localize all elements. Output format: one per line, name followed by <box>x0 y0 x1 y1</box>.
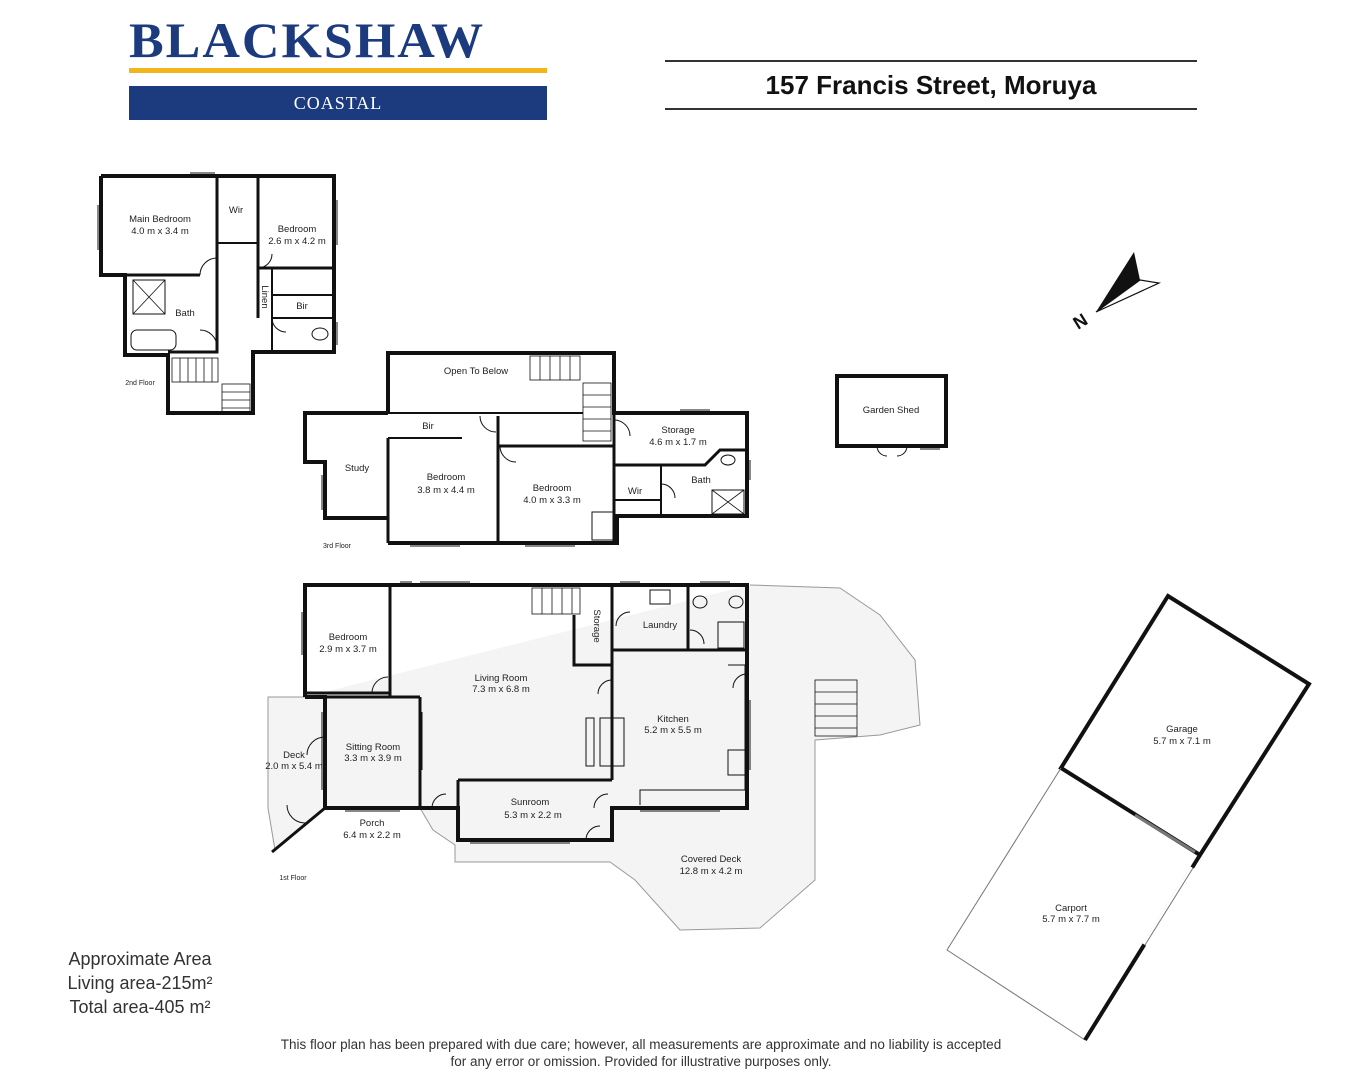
room-label: Linen <box>259 285 270 308</box>
brand-logo: BLACKSHAW COASTAL <box>129 14 549 120</box>
room-size: 7.3 m x 6.8 m <box>472 684 530 695</box>
room-label: Carport <box>1055 903 1087 914</box>
brand-subtitle: COASTAL <box>129 86 547 120</box>
room-label: Laundry <box>643 620 678 631</box>
room-size: 5.2 m x 5.5 m <box>644 725 702 736</box>
brand-accent-bar <box>129 68 547 73</box>
address-block: 157 Francis Street, Moruya <box>665 60 1197 112</box>
north-arrow-icon: N <box>1070 252 1162 334</box>
floor-label: 1st Floor <box>279 875 307 882</box>
room-size: 2.0 m x 5.4 m <box>265 761 323 772</box>
room-size: 4.0 m x 3.4 m <box>131 226 189 237</box>
north-label: N <box>1070 310 1092 334</box>
room-label: Bedroom <box>533 483 572 494</box>
room-size: 4.6 m x 1.7 m <box>649 437 707 448</box>
garden-shed-outline <box>835 374 948 457</box>
second-floor-plan <box>97 172 338 415</box>
room-label: Sunroom <box>511 797 550 808</box>
room-size: 3.3 m x 3.9 m <box>344 753 402 764</box>
room-label: Study <box>345 463 370 474</box>
floor-label: 3rd Floor <box>323 543 352 550</box>
area-title: Approximate Area <box>68 949 212 969</box>
living-area: Living area-215m² <box>67 973 213 993</box>
room-size: 5.3 m x 2.2 m <box>504 810 562 821</box>
disclaimer: This floor plan has been prepared with d… <box>260 1036 1022 1070</box>
room-label: Bir <box>422 421 434 432</box>
room-label: Kitchen <box>657 714 689 725</box>
room-size: 6.4 m x 2.2 m <box>343 830 401 841</box>
total-area: Total area-405 m² <box>69 997 211 1017</box>
floor-label: 2nd Floor <box>125 380 155 387</box>
room-label: Wir <box>628 486 642 497</box>
room-label: Bedroom <box>278 224 317 235</box>
room-label: Garden Shed <box>863 405 920 416</box>
address-rule-top <box>665 60 1197 62</box>
first-floor-plan <box>267 581 921 931</box>
room-size: 4.0 m x 3.3 m <box>523 495 581 506</box>
room-label: Storage <box>661 425 694 436</box>
room-label: Porch <box>360 818 385 829</box>
room-label: Garage <box>1166 724 1198 735</box>
room-label: Open To Below <box>444 366 508 377</box>
third-floor-plan <box>303 351 751 547</box>
disclaimer-line-1: This floor plan has been prepared with d… <box>280 1037 1002 1052</box>
disclaimer-line-2: for any error or omission. Provided for … <box>450 1054 832 1069</box>
room-size: 2.9 m x 3.7 m <box>319 644 377 655</box>
room-label: Covered Deck <box>681 854 741 865</box>
room-label: Living Room <box>475 673 528 684</box>
room-size: 5.7 m x 7.7 m <box>1042 914 1100 925</box>
room-label: Main Bedroom <box>129 214 191 225</box>
brand-name: BLACKSHAW <box>129 14 486 69</box>
room-size: 5.7 m x 7.1 m <box>1153 736 1211 747</box>
room-label: Bedroom <box>427 472 466 483</box>
property-address: 157 Francis Street, Moruya <box>765 70 1097 100</box>
room-label: Storage <box>591 609 602 642</box>
area-summary: Approximate Area Living area-215m² Total… <box>40 947 240 1019</box>
garage-carport-plan <box>946 593 1312 1042</box>
room-size: 12.8 m x 4.2 m <box>680 866 743 877</box>
room-label: Bath <box>175 308 195 319</box>
room-label: Bedroom <box>329 632 368 643</box>
room-label: Deck <box>283 750 305 761</box>
room-label: Wir <box>229 205 243 216</box>
room-size: 3.8 m x 4.4 m <box>417 485 475 496</box>
room-label: Bath <box>691 475 711 486</box>
room-label: Sitting Room <box>346 742 400 753</box>
room-size: 2.6 m x 4.2 m <box>268 236 326 247</box>
room-label: Bir <box>296 301 308 312</box>
address-rule-bottom <box>665 108 1197 110</box>
